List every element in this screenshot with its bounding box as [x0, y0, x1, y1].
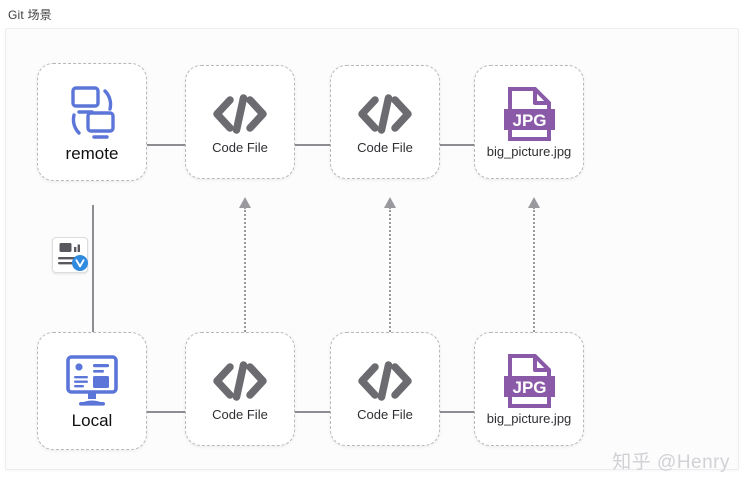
node-label: Code File: [212, 406, 268, 422]
node-code-file-top-2[interactable]: Code File: [330, 65, 440, 179]
arrowhead-icon: [239, 197, 251, 208]
edge-push-jpg: [527, 197, 541, 359]
node-code-file-bottom-1[interactable]: Code File: [185, 332, 295, 446]
edge-push-code-file-2: [383, 197, 397, 359]
node-label: Code File: [357, 139, 413, 155]
node-label: Local: [71, 410, 113, 430]
dotted-shaft: [389, 207, 393, 359]
edge-local-to-code-file-1: [147, 411, 195, 413]
dotted-shaft: [244, 207, 248, 359]
check-badge-icon: [72, 255, 88, 271]
node-label: big_picture.jpg: [486, 410, 572, 426]
code-file-icon: [209, 89, 271, 139]
edge-push-code-file-1: [238, 197, 252, 359]
node-jpg-top[interactable]: JPG big_picture.jpg: [474, 65, 584, 179]
code-file-icon: [354, 89, 416, 139]
node-jpg-bottom[interactable]: JPG big_picture.jpg: [474, 332, 584, 446]
arrowhead-icon: [528, 197, 540, 208]
edge-code-file-2-to-jpg-bottom: [440, 411, 484, 413]
edge-code-file-1-to-code-file-2: [295, 144, 340, 146]
jpg-file-icon: JPG: [501, 352, 557, 410]
svg-text:JPG: JPG: [512, 378, 546, 397]
page-title: Git 场景: [8, 8, 52, 22]
network-sync-icon: [60, 81, 124, 143]
report-card-widget[interactable]: [52, 237, 88, 273]
node-label: Code File: [212, 139, 268, 155]
edge-code-file-1-to-code-file-2-bottom: [295, 411, 340, 413]
monitor-icon: [60, 352, 124, 410]
jpg-file-icon: JPG: [501, 85, 557, 143]
watermark: 知乎 @Henry: [612, 452, 730, 473]
code-file-icon: [209, 356, 271, 406]
node-label: remote: [65, 143, 119, 163]
edge-code-file-2-to-jpg: [440, 144, 484, 146]
edge-remote-to-local: [92, 205, 94, 364]
edge-remote-to-code-file-1: [147, 144, 195, 146]
code-file-icon: [354, 356, 416, 406]
node-code-file-bottom-2[interactable]: Code File: [330, 332, 440, 446]
svg-text:JPG: JPG: [512, 111, 546, 130]
node-remote[interactable]: remote: [37, 63, 147, 181]
dotted-shaft: [533, 207, 537, 359]
node-code-file-top-1[interactable]: Code File: [185, 65, 295, 179]
node-label: Code File: [357, 406, 413, 422]
node-label: big_picture.jpg: [486, 143, 572, 159]
diagram-canvas: remote Code File Code File: [5, 28, 739, 470]
arrowhead-icon: [384, 197, 396, 208]
node-local[interactable]: Local: [37, 332, 147, 450]
